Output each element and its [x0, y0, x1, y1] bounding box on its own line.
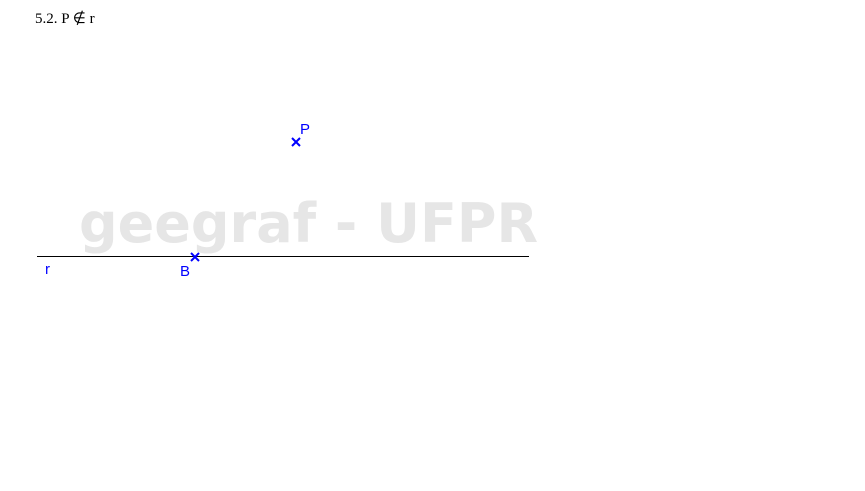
line-r-label: r: [45, 261, 50, 278]
point-p[interactable]: P: [291, 121, 310, 147]
exercise-statement: P ∉ r: [61, 11, 95, 27]
exercise-heading: 5.2. P ∉ r: [35, 9, 95, 28]
point-p-marker: [291, 137, 301, 147]
exercise-number: 5.2.: [35, 11, 58, 27]
point-b-marker: [190, 252, 200, 262]
point-b-label: B: [180, 263, 190, 280]
point-p-label: P: [300, 121, 310, 138]
watermark-text: geegraf - UFPR: [79, 192, 538, 255]
point-b[interactable]: B: [180, 252, 200, 280]
